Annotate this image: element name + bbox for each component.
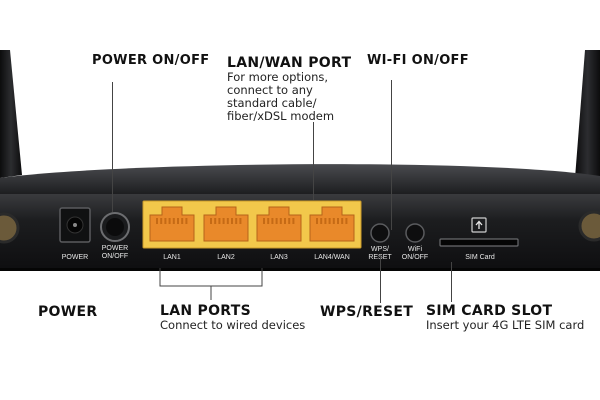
lan3-port[interactable] xyxy=(256,206,302,242)
lan4wan-port-pin xyxy=(324,218,327,224)
callout-lanwan-desc-1: For more options, xyxy=(227,70,329,84)
lan3-port-pin xyxy=(267,218,270,224)
lan3-port-pin xyxy=(288,218,291,224)
callout-power-onoff: POWER ON/OFF xyxy=(92,53,209,68)
callout-lanwan-desc-4: fiber/xDSL modem xyxy=(227,109,335,123)
lan1-port-pin xyxy=(168,218,171,224)
lan1-port-pin xyxy=(181,218,184,224)
lan4wan-port[interactable] xyxy=(309,206,355,242)
panel-label-sim-card: SIM Card xyxy=(465,254,495,261)
callout-lan-ports: LAN PORTS Connect to wired devices xyxy=(160,303,305,332)
lan3-port-pin xyxy=(284,218,286,224)
callout-wps-title: WPS/RESET xyxy=(320,304,414,320)
panel-label-wifi-onoff-2: ON/OFF xyxy=(402,254,428,261)
panel-label-lan2: LAN2 xyxy=(217,254,235,261)
sim-card-slot[interactable] xyxy=(439,238,519,247)
lan3-port-pin xyxy=(275,218,278,224)
lan1-port-pin xyxy=(172,218,175,224)
wifi-leader-line xyxy=(391,80,392,230)
panel-label-power: POWER xyxy=(62,254,88,261)
wps-leader-line xyxy=(380,255,381,303)
callout-power-title: POWER xyxy=(38,304,98,320)
lan3-port-pin xyxy=(292,218,295,224)
callout-wifi-title: WI-FI ON/OFF xyxy=(367,53,469,68)
lan3-port-pin xyxy=(271,218,274,224)
callout-lanwan-desc-2: connect to any xyxy=(227,83,313,97)
callout-sim-title: SIM CARD SLOT xyxy=(426,303,553,319)
router-body-bottom-edge xyxy=(0,268,600,271)
lan4wan-port-pin xyxy=(320,218,323,224)
power-onoff-leader-line xyxy=(112,82,113,212)
lan4wan-port-pin xyxy=(332,218,335,224)
lan2-port-pin xyxy=(218,218,221,224)
callout-wps-reset: WPS/RESET xyxy=(320,304,413,320)
wps-reset-button[interactable] xyxy=(370,223,390,243)
callout-wifi-onoff: WI-FI ON/OFF xyxy=(367,53,469,68)
callout-lanwan-desc-3: standard cable/ xyxy=(227,96,317,110)
lan4wan-port-pin xyxy=(328,218,331,224)
lan1-port-pin xyxy=(156,218,158,224)
lan4wan-port-pin xyxy=(345,218,348,224)
lan1-port-pin xyxy=(160,218,163,224)
lan-port-block xyxy=(142,200,362,249)
lan4wan-port-pin xyxy=(337,218,339,224)
callout-lanwan-port: LAN/WAN PORT For more options, connect t… xyxy=(227,55,351,123)
wifi-onoff-button[interactable] xyxy=(405,223,425,243)
panel-label-lan1: LAN1 xyxy=(163,254,181,261)
lan1-port[interactable] xyxy=(149,206,195,242)
lan2-port-pin xyxy=(210,218,212,224)
power-onoff-button-inner xyxy=(106,218,124,236)
callout-lanwan-title: LAN/WAN PORT xyxy=(227,55,352,71)
callout-lan-ports-desc: Connect to wired devices xyxy=(160,318,306,332)
lan1-port-pin xyxy=(164,218,167,224)
lanwan-leader-line xyxy=(313,122,314,200)
lan4wan-port-pin xyxy=(316,218,318,224)
right-antenna xyxy=(575,50,600,180)
callout-power: POWER xyxy=(38,304,97,320)
left-antenna xyxy=(0,50,22,178)
lan2-port-pin xyxy=(235,218,238,224)
router-top-surface xyxy=(0,164,600,196)
panel-label-lan4wan: LAN4/WAN xyxy=(314,254,350,261)
callout-sim-card-slot: SIM CARD SLOT Insert your 4G LTE SIM car… xyxy=(426,303,598,332)
power-jack-pin xyxy=(73,223,77,227)
right-antenna-connector xyxy=(578,210,600,242)
lan1-port-pin xyxy=(177,218,179,224)
callout-power-onoff-title: POWER ON/OFF xyxy=(92,53,210,68)
left-antenna-connector xyxy=(0,212,20,244)
lan2-port[interactable] xyxy=(203,206,249,242)
sim-leader-line xyxy=(451,262,452,302)
panel-label-power-onoff-1: POWER xyxy=(102,245,128,252)
panel-label-wifi-onoff-1: WiFi xyxy=(408,246,422,253)
callout-lan-ports-title: LAN PORTS xyxy=(160,303,251,319)
lan2-port-pin xyxy=(214,218,217,224)
panel-label-power-onoff-2: ON/OFF xyxy=(102,253,128,260)
lan2-port-pin xyxy=(222,218,225,224)
lan2-port-pin xyxy=(239,218,242,224)
lan1-port-pin xyxy=(185,218,188,224)
panel-label-wps-reset-1: WPS/ xyxy=(371,246,389,253)
lan4wan-port-pin xyxy=(341,218,344,224)
lan2-port-pin xyxy=(226,218,229,224)
sim-card-icon-box xyxy=(471,217,487,233)
panel-label-lan3: LAN3 xyxy=(270,254,288,261)
sim-card-arrow-icon xyxy=(475,220,483,229)
callout-sim-desc: Insert your 4G LTE SIM card xyxy=(426,319,585,332)
lan3-port-pin xyxy=(279,218,282,224)
lan2-port-pin xyxy=(231,218,233,224)
lan3-port-pin xyxy=(263,218,265,224)
